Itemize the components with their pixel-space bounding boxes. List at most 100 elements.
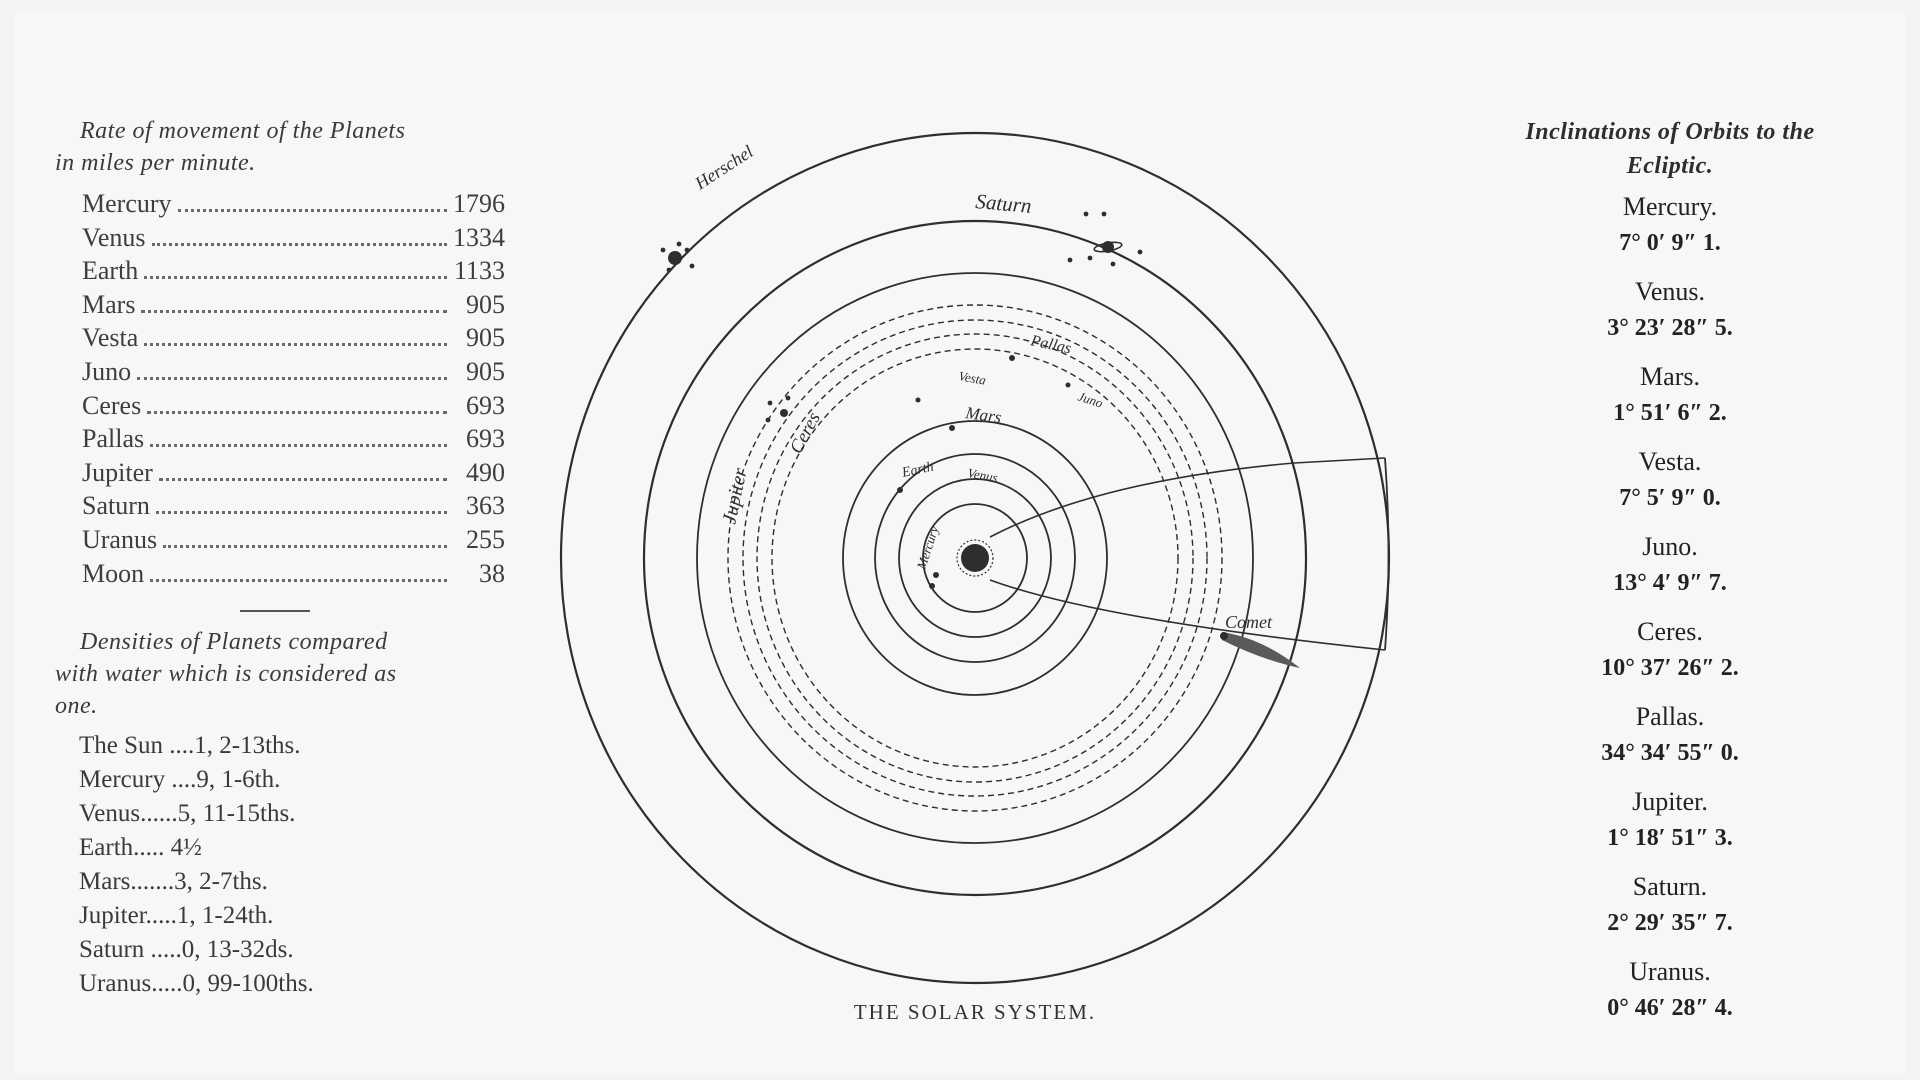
saturn-moon-icon	[1087, 255, 1093, 261]
juno-label: Juno	[1076, 389, 1105, 411]
rate-value: 1334	[453, 222, 505, 252]
inclination-planet-name: Venus.	[1634, 277, 1706, 306]
comet-ray-upper	[989, 462, 1295, 538]
inclination-planet-name: Pallas.	[1635, 702, 1705, 731]
density-heading-line1: Densities of Planets compared	[80, 629, 388, 656]
inclination-value: 13° 4′ 9″ 7.	[1613, 570, 1727, 596]
inclination-item: Uranus. 0° 46′ 28″ 4.	[1470, 954, 1870, 1039]
jupiter-icon	[780, 409, 788, 417]
density-row: Uranus.....0, 99-100ths.	[79, 970, 314, 998]
inclination-value: 3° 23′ 28″ 5.	[1607, 315, 1733, 341]
rate-value: 905	[466, 289, 505, 319]
inclination-planet-name: Juno.	[1642, 532, 1698, 561]
density-list: The Sun ....1, 2-13ths.Mercury ....9, 1-…	[55, 732, 505, 1004]
rate-value: 490	[466, 457, 505, 487]
dot-leader	[151, 242, 447, 246]
inclination-planet-name: Saturn.	[1632, 872, 1708, 901]
inclination-value: 0° 46′ 28″ 4.	[1607, 995, 1733, 1021]
sun-icon	[961, 544, 989, 572]
herschel-moon-icon	[666, 267, 672, 273]
inclination-planet-name: Vesta.	[1638, 447, 1702, 476]
mercury-label: Mercury	[913, 524, 941, 572]
density-row: Jupiter.....1, 1-24th.	[79, 902, 274, 930]
jupiter-moon-icon	[765, 417, 771, 423]
venus-orbit	[898, 478, 1052, 638]
density-row: The Sun ....1, 2-13ths.	[79, 732, 301, 760]
vesta-icon	[915, 397, 921, 403]
rate-heading-line1: Rate of movement of the Planets	[80, 118, 406, 144]
diagram-caption: THE SOLAR SYSTEM.	[853, 1000, 1097, 1024]
rate-value: 905	[466, 356, 505, 386]
dot-leader	[141, 309, 447, 313]
jupiter-moon-icon	[785, 395, 791, 401]
inclination-item: Juno. 13° 4′ 9″ 7.	[1470, 529, 1870, 614]
mars-orbit	[842, 420, 1108, 696]
ray-lines	[989, 457, 1390, 651]
rate-planet-name: Ceres	[82, 390, 142, 420]
saturn-moon-icon	[1110, 261, 1116, 267]
herschel-moon-icon	[684, 247, 690, 253]
asteroid-orbit-1	[727, 304, 1223, 812]
mars-icon	[949, 425, 955, 431]
jupiter-orbit	[696, 272, 1254, 844]
dot-leader	[150, 444, 447, 448]
ray-tick-upper	[1293, 457, 1386, 464]
venus-label: Venus	[966, 465, 998, 485]
rate-heading-line2: in miles per minute.	[55, 150, 256, 176]
dot-leader	[137, 376, 447, 380]
inclination-item: Venus. 3° 23′ 28″ 5.	[1470, 274, 1870, 359]
dot-leader	[163, 544, 447, 548]
inclination-value: 1° 51′ 6″ 2.	[1613, 400, 1727, 426]
density-heading-line2: with water which is considered as	[55, 661, 397, 688]
rate-row: Pallas 693	[82, 424, 505, 458]
rate-planet-name: Mercury	[82, 189, 172, 218]
inclination-heading-line2: Ecliptic.	[1626, 153, 1714, 179]
rate-planet-name: Pallas	[82, 424, 145, 454]
dot-leader	[144, 276, 447, 280]
saturn-label: Saturn	[975, 189, 1033, 218]
rate-planet-name: Moon	[82, 558, 145, 588]
inclination-item: Mercury.7° 0′ 9″ 1.	[1470, 189, 1870, 274]
density-row: Mars.......3, 2-7ths.	[79, 868, 268, 896]
density-heading-line3: one.	[55, 693, 98, 720]
rate-value: 693	[466, 424, 505, 454]
earth-label: Earth	[900, 460, 935, 482]
jupiter-label: Jupiter	[718, 466, 751, 526]
rate-value: 363	[466, 491, 505, 521]
rate-row: Saturn 363	[82, 491, 505, 525]
mercury-orbit	[922, 503, 1028, 613]
dot-leader	[147, 410, 447, 414]
saturn-ring-icon	[1093, 241, 1123, 253]
inclination-planet-name: Uranus.	[1629, 957, 1711, 986]
pallas-icon	[1009, 355, 1015, 361]
rate-value: 693	[466, 390, 505, 420]
density-row: Venus......5, 11-15ths.	[79, 800, 296, 828]
rate-planet-name: Earth	[82, 256, 139, 286]
ceres-label: Ceres	[786, 409, 825, 457]
juno-icon	[1065, 382, 1071, 388]
density-row: Earth..... 4½	[79, 834, 202, 862]
inclination-heading-line1: Inclinations of Orbits to the	[1525, 119, 1815, 145]
herschel-moon-icon	[689, 263, 695, 269]
inclination-value: 7° 5′ 9″ 0.	[1619, 485, 1721, 511]
inclination-item: Mars.1° 51′ 6″ 2.	[1470, 359, 1870, 444]
dot-leader	[155, 511, 447, 515]
rate-planet-name: Saturn	[82, 491, 150, 521]
dot-leader	[158, 477, 447, 481]
inclination-planet-name: Mercury.	[1622, 192, 1718, 221]
inclination-value: 10° 37′ 26″ 2.	[1601, 655, 1739, 681]
outer-arc-segment	[1384, 457, 1390, 651]
asteroid-orbit-3	[756, 333, 1194, 783]
rate-value: 905	[466, 323, 505, 353]
herschel-moon-icon	[660, 247, 666, 253]
rate-planet-name: Uranus	[82, 524, 158, 554]
asteroid-orbit-4	[771, 348, 1179, 768]
